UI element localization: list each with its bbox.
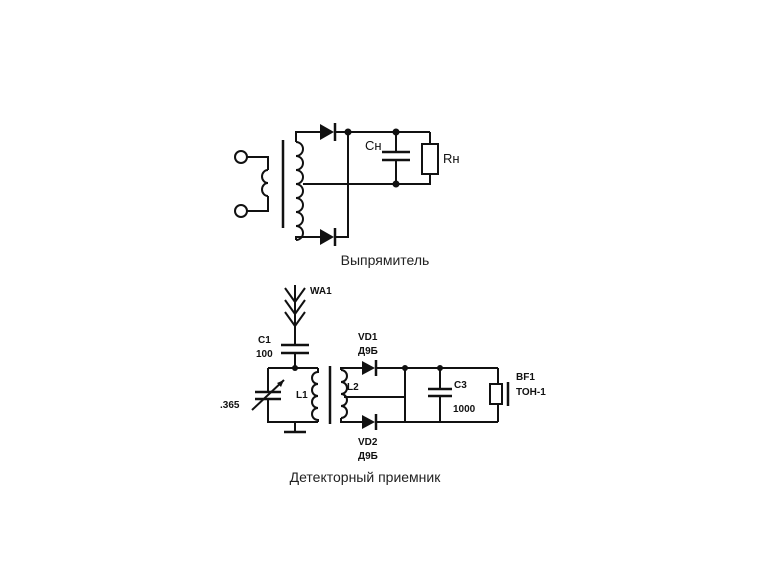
rectifier-caption: Выпрямитель bbox=[341, 252, 430, 268]
bf1-name: BF1 bbox=[516, 372, 535, 383]
rectifier-diode-top bbox=[320, 123, 337, 141]
load-resistor bbox=[396, 132, 439, 185]
transformer-secondary bbox=[295, 141, 304, 241]
vd1-type: Д9Б bbox=[358, 346, 378, 357]
receiver-diagram: WA1 C1 100 .365 L1 bbox=[220, 285, 546, 485]
capacitor-c1 bbox=[281, 343, 309, 368]
variable-capacitor-value: .365 bbox=[220, 400, 240, 411]
c1-name: C1 bbox=[258, 335, 271, 346]
c1-value: 100 bbox=[256, 349, 273, 360]
rectifier-diode-bottom bbox=[320, 228, 337, 246]
rectifier-diagram: Сн Rн Выпрямитель bbox=[234, 123, 460, 268]
load-resistor-label: Rн bbox=[443, 151, 460, 166]
bf1-type: ТОН-1 bbox=[516, 387, 546, 398]
capacitor-c3 bbox=[428, 368, 452, 422]
vd2-type: Д9Б bbox=[358, 451, 378, 462]
vd1-name: VD1 bbox=[358, 332, 378, 343]
coil-l2-label: L2 bbox=[347, 382, 359, 393]
ground-symbol bbox=[284, 422, 306, 434]
variable-capacitor bbox=[251, 368, 318, 423]
c3-name: C3 bbox=[454, 380, 467, 391]
headphone-bf1 bbox=[489, 368, 510, 422]
coil-l1-label: L1 bbox=[296, 390, 308, 401]
coil-l2 bbox=[340, 369, 348, 419]
c3-value: 1000 bbox=[453, 404, 476, 415]
transformer-primary bbox=[261, 169, 269, 197]
diode-vd1 bbox=[362, 360, 378, 376]
diode-vd2 bbox=[362, 414, 378, 430]
receiver-caption: Детекторный приемник bbox=[290, 469, 442, 485]
input-terminal-top bbox=[234, 150, 248, 164]
antenna-label: WA1 bbox=[310, 286, 332, 297]
coil-l1 bbox=[311, 368, 319, 422]
filter-capacitor bbox=[382, 132, 410, 184]
input-terminal-bottom bbox=[234, 204, 248, 218]
filter-capacitor-label: Сн bbox=[365, 138, 382, 153]
vd2-name: VD2 bbox=[358, 437, 378, 448]
antenna-symbol bbox=[284, 285, 306, 345]
